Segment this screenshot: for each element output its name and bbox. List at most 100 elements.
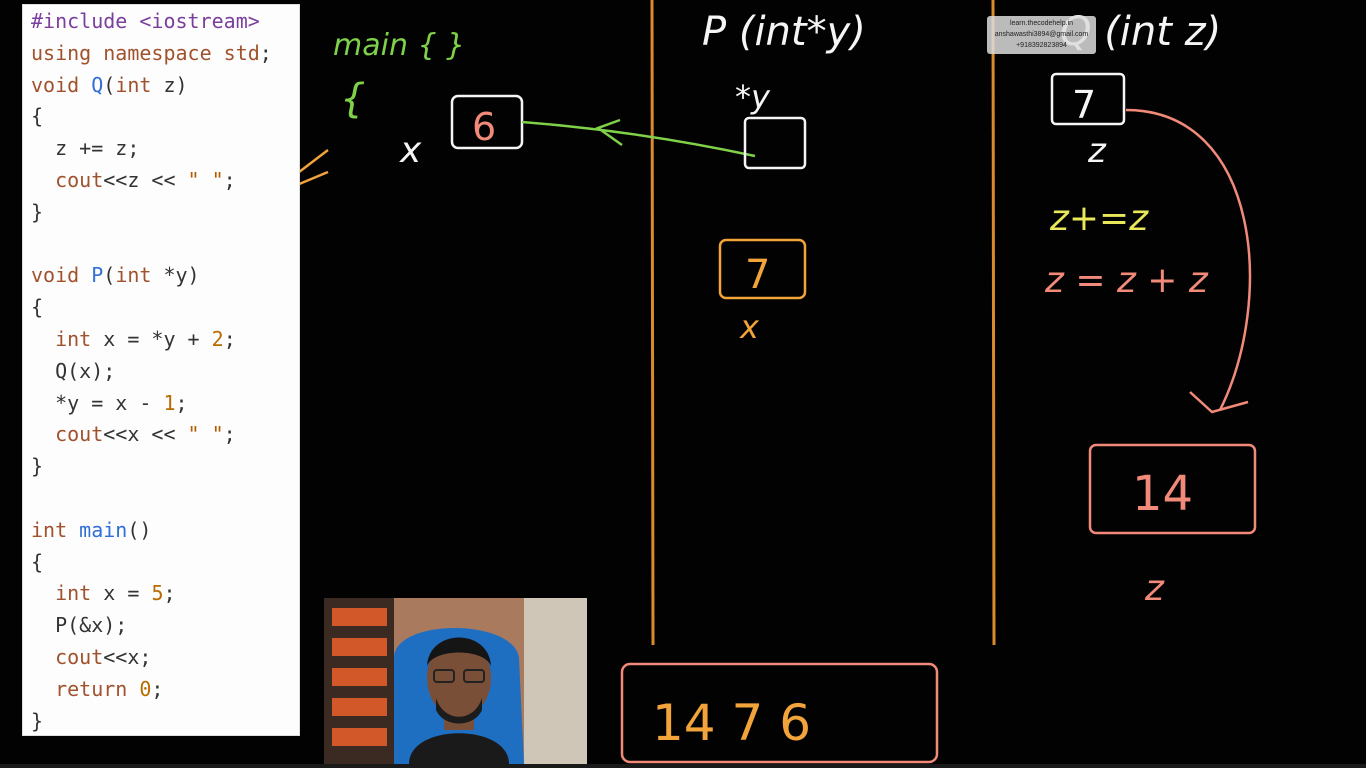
code-token: ( bbox=[103, 263, 116, 288]
code-token: ; bbox=[223, 327, 236, 351]
code-line: void Q(int z) bbox=[31, 73, 188, 97]
code-line: void P(int *y) bbox=[31, 263, 200, 287]
code-line: Q(x); bbox=[31, 359, 115, 383]
code-token: return bbox=[31, 676, 140, 701]
code-token: ; bbox=[223, 168, 236, 192]
divider-line-1 bbox=[650, 0, 655, 646]
main-brace: { bbox=[340, 76, 365, 122]
divider-line-2 bbox=[991, 0, 996, 646]
code-token: z) bbox=[151, 72, 188, 97]
code-token: x = bbox=[91, 581, 152, 606]
watermark-line-3: +918392823894 bbox=[1016, 42, 1067, 49]
code-panel: #include <iostream> using namespace std; v… bbox=[22, 4, 300, 736]
code-token: ; bbox=[151, 676, 164, 701]
output-text: 14 7 6 bbox=[652, 694, 811, 752]
p-ptr-label: *y bbox=[735, 78, 771, 116]
code-token: x = *y + bbox=[91, 327, 212, 351]
q-flow-arrow bbox=[1125, 108, 1252, 411]
code-token: cout bbox=[31, 645, 104, 669]
code-token: <<x; bbox=[103, 645, 152, 669]
pointer-arrowhead bbox=[595, 118, 623, 147]
p-x-value: 7 bbox=[745, 252, 770, 298]
code-token: P(&x); bbox=[31, 613, 128, 638]
watermark-line-1: learn.thecodehelp.in bbox=[1009, 20, 1074, 27]
p-y-box bbox=[743, 116, 807, 170]
code-token: #include <iostream> bbox=[31, 9, 260, 33]
code-line: { bbox=[31, 295, 43, 319]
code-line: P(&x); bbox=[31, 613, 127, 637]
code-token: ; bbox=[259, 40, 272, 65]
code-line: } bbox=[31, 200, 43, 224]
code-token: int bbox=[115, 263, 152, 288]
presenter-picture bbox=[324, 598, 587, 764]
code-token: z += z; bbox=[31, 136, 140, 161]
p-header: P (int*y) bbox=[702, 9, 866, 55]
p-x-box bbox=[718, 238, 807, 300]
code-token: ( bbox=[103, 72, 116, 97]
code-line: int x = *y + 2; bbox=[31, 327, 236, 351]
code-token: int bbox=[31, 517, 80, 542]
code-token: ; bbox=[223, 422, 236, 447]
code-token: " " bbox=[187, 422, 224, 447]
tick-mark-2 bbox=[300, 170, 329, 186]
q-expr-1: z+=z bbox=[1049, 198, 1149, 239]
code-line: #include <iostream> bbox=[31, 9, 260, 33]
tick-mark bbox=[300, 149, 329, 173]
code-line: int main() bbox=[31, 518, 151, 542]
code-token: cout bbox=[31, 168, 104, 192]
code-token: } bbox=[31, 708, 44, 733]
code-token: 0 bbox=[139, 676, 152, 701]
q-flow-arrowhead bbox=[1189, 391, 1249, 414]
q-result-box bbox=[1088, 443, 1257, 535]
code-token: <<x << bbox=[103, 422, 188, 447]
code-line: return 0; bbox=[31, 677, 163, 701]
output-box bbox=[620, 662, 939, 764]
pointer-arrow bbox=[521, 120, 756, 158]
code-line: } bbox=[31, 709, 43, 733]
code-token: cout bbox=[31, 422, 104, 447]
p-x-label: x bbox=[739, 308, 760, 346]
code-token: using namespace bbox=[31, 40, 224, 65]
code-line: } bbox=[31, 454, 43, 478]
code-token: Q(x); bbox=[31, 358, 116, 383]
code-token: { bbox=[31, 295, 44, 320]
code-token: void bbox=[31, 263, 92, 288]
main-x-value: 6 bbox=[472, 105, 496, 149]
q-z-box bbox=[1050, 72, 1126, 126]
code-token: int bbox=[31, 327, 92, 351]
code-token: *y) bbox=[151, 263, 200, 288]
code-line: *y = x - 1; bbox=[31, 390, 188, 415]
code-token: ; bbox=[175, 390, 188, 415]
code-token: main bbox=[79, 517, 128, 542]
main-label: main { } bbox=[333, 28, 465, 63]
code-line: z += z; bbox=[31, 136, 139, 160]
code-token: 1 bbox=[163, 390, 176, 415]
code-token: void bbox=[31, 72, 92, 97]
code-token: 5 bbox=[151, 581, 164, 606]
watermark-line-2: anshawasthi3894@gmail.com bbox=[994, 31, 1089, 38]
q-expr-2: z = z + z bbox=[1044, 260, 1209, 301]
code-token: *y = x - bbox=[31, 390, 164, 415]
code-token: int bbox=[31, 581, 92, 606]
q-z-value: 7 bbox=[1072, 83, 1096, 127]
webcam-overlay bbox=[324, 598, 587, 764]
code-token: { bbox=[31, 104, 44, 129]
code-token: ; bbox=[163, 581, 176, 606]
code-token: 2 bbox=[211, 327, 224, 351]
code-line: cout<<x; bbox=[31, 645, 151, 669]
code-token: P bbox=[91, 263, 104, 288]
code-token: () bbox=[127, 517, 152, 542]
code-token: " " bbox=[187, 168, 224, 192]
q-result-value: 14 bbox=[1132, 466, 1193, 522]
watermark: learn.thecodehelp.in anshawasthi3894@gma… bbox=[987, 16, 1096, 54]
code-line: cout<<z << " "; bbox=[31, 168, 236, 192]
code-token: Q bbox=[91, 72, 104, 97]
code-token: std bbox=[223, 40, 260, 65]
code-token: <<z << bbox=[103, 168, 188, 192]
q-z-label: z bbox=[1087, 131, 1107, 171]
q-result-label: z bbox=[1144, 568, 1165, 609]
code-token: } bbox=[31, 454, 44, 479]
code-token: { bbox=[31, 549, 44, 574]
main-var-label: x bbox=[399, 130, 422, 171]
